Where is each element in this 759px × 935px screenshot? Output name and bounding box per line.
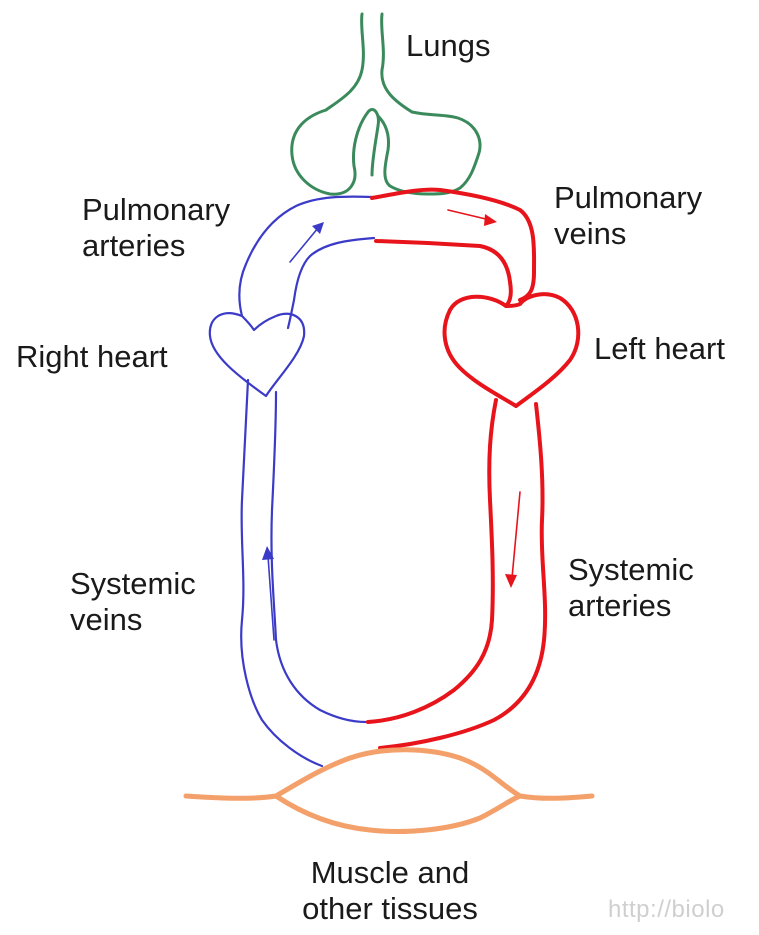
left-heart-label: Left heart [594, 331, 725, 367]
systemic-veins-label-line2: veins [70, 602, 196, 638]
pulmonary-arteries-label-line1: Pulmonary [82, 192, 230, 228]
systemic-arteries-vessel [368, 400, 545, 748]
pulmonary-arteries-vessel [239, 197, 374, 328]
pulmonary-veins-label: Pulmonary veins [554, 180, 702, 252]
left-lung [292, 110, 379, 195]
muscle-tissues-label-line2: other tissues [270, 891, 510, 927]
pulmonary-veins-vessel [372, 190, 534, 306]
systemic-artery-inner [368, 400, 496, 722]
muscle-tissues-label-line1: Muscle and [270, 855, 510, 891]
right-lung [378, 112, 480, 194]
pulmonary-vein-inner [376, 241, 511, 306]
right-heart-label: Right heart [16, 339, 168, 375]
pulmonary-vein-arrow-head [484, 214, 497, 226]
watermark: http://biolo [608, 896, 725, 924]
lungs-label: Lungs [406, 28, 490, 64]
systemic-veins-label-line1: Systemic [70, 566, 196, 602]
systemic-artery-arrow-head [505, 574, 517, 588]
systemic-arteries-label-line1: Systemic [568, 552, 694, 588]
systemic-artery-outer [380, 404, 545, 748]
pulmonary-veins-label-line1: Pulmonary [554, 180, 702, 216]
systemic-veins-vessel [241, 380, 366, 766]
pulmonary-veins-label-line2: veins [554, 216, 702, 252]
pulmonary-arteries-label-line2: arteries [82, 228, 230, 264]
right-heart-shape [210, 313, 304, 396]
muscle-tissues-label: Muscle and other tissues [270, 855, 510, 927]
left-heart-shape [445, 294, 579, 406]
systemic-veins-label: Systemic veins [70, 566, 196, 638]
tissue-shape [186, 750, 592, 832]
systemic-vein-inner [271, 392, 366, 722]
pulmonary-arteries-label: Pulmonary arteries [82, 192, 230, 264]
pulmonary-artery-outer [239, 197, 372, 316]
pulmonary-artery-inner [288, 238, 374, 328]
pulmonary-artery-arrow-shaft [290, 228, 318, 262]
systemic-vein-outer [241, 380, 322, 766]
systemic-arteries-label: Systemic arteries [568, 552, 694, 624]
tissue-upper [186, 750, 592, 799]
trachea-left [326, 14, 363, 110]
pulmonary-vein-arrow-shaft [448, 210, 490, 220]
systemic-artery-arrow-shaft [512, 492, 520, 578]
systemic-arteries-label-line2: arteries [568, 588, 694, 624]
tissue-lower [276, 796, 520, 832]
